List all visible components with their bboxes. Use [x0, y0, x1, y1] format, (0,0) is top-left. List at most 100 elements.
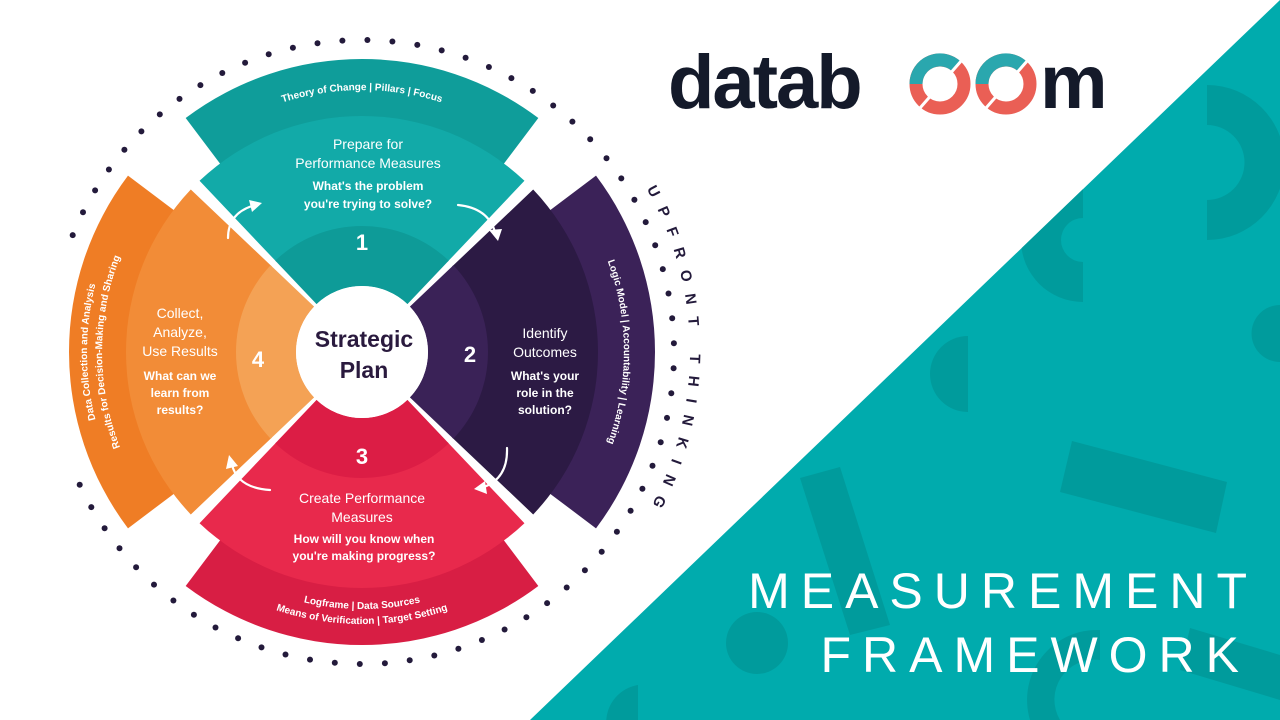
dot [501, 626, 508, 633]
step-3-title-line2: Measures [331, 509, 392, 525]
dot [406, 657, 413, 664]
step-2-identify[interactable] [409, 175, 655, 529]
step-1-inner-ring [275, 226, 449, 305]
step-4-collect[interactable] [69, 175, 315, 529]
dot [282, 651, 289, 658]
step-4-outer-ring [69, 175, 176, 529]
dot [508, 75, 515, 82]
title-line1: MEASUREMENT [748, 563, 1258, 619]
dotted-arc [69, 37, 677, 667]
dot [101, 525, 108, 532]
step-2-question-line1: What's your [511, 369, 580, 383]
arrow-1-to-2-icon [456, 203, 497, 234]
dot [627, 507, 634, 514]
dot [598, 548, 605, 555]
dot [133, 564, 140, 571]
dot [289, 44, 296, 51]
dot [563, 584, 570, 591]
dot [569, 118, 576, 125]
dot [639, 485, 646, 492]
dot [659, 266, 666, 273]
dot [389, 38, 396, 45]
step-2-middle-ring [451, 189, 598, 515]
dot [642, 219, 649, 226]
step-2-outer-ring [548, 175, 655, 529]
arrow-3-to-4-head-icon [226, 455, 238, 469]
dot [80, 209, 86, 216]
databoom-logo: datab m [668, 44, 1108, 124]
step-4-middle-ring [126, 189, 273, 515]
dot [455, 645, 462, 652]
step-4-title-line1: Collect, [157, 305, 204, 321]
step-2-number: 2 [464, 342, 476, 367]
dot [235, 635, 242, 642]
dot [665, 290, 672, 297]
logo-text-m: m [1040, 44, 1108, 124]
step-3-inner-ring [275, 399, 449, 478]
dot [649, 462, 656, 469]
step-1-title-line1: Prepare for [333, 136, 403, 152]
arrow-2-to-3-head-icon [474, 481, 487, 494]
dot [670, 340, 677, 347]
dot [258, 644, 265, 651]
logo-o-icon [909, 53, 971, 115]
step-1-question-line1: What's the problem [313, 179, 424, 193]
step-3-create[interactable] [185, 399, 539, 645]
dot [88, 504, 95, 511]
dot [414, 41, 421, 48]
dot [331, 659, 338, 666]
step-3-question-line2: you're making progress? [293, 549, 436, 563]
arrow-2-to-3-icon [482, 446, 509, 489]
dot [76, 481, 83, 488]
step-1-number: 1 [356, 230, 368, 255]
dot [156, 111, 163, 118]
dot [670, 365, 677, 372]
step-3-title-line1: Create Performance [299, 490, 425, 506]
cycle-arrows [226, 200, 509, 494]
dot [138, 128, 145, 135]
dot [657, 439, 664, 446]
dot [307, 656, 313, 663]
dot [668, 390, 675, 397]
dot [664, 414, 670, 421]
step-3-outer-ring [185, 538, 539, 645]
step-2-question-line2: role in the [516, 386, 574, 400]
dot [69, 232, 76, 239]
dot [197, 82, 204, 89]
step-3-question-line1: How will you know when [294, 532, 435, 546]
center-circle[interactable] [296, 286, 428, 418]
arrow-4-to-1-icon [226, 204, 254, 240]
decorative-shapes [606, 85, 1280, 720]
dot [116, 545, 123, 552]
logo-text-datab: datab [668, 44, 861, 124]
dot [462, 54, 469, 61]
dot [581, 567, 588, 574]
title-line2: FRAMEWORK [820, 627, 1250, 683]
dot [92, 187, 99, 194]
arrow-4-to-1-head-icon [249, 200, 262, 212]
teal-diagonal-panel [530, 0, 1280, 720]
step-4-number: 4 [252, 347, 265, 372]
dot [170, 597, 177, 604]
arrow-3-to-4-icon [230, 463, 272, 492]
dot [587, 136, 594, 143]
step-4-title-line2: Analyze, [153, 324, 207, 340]
step-4-title-line3: Use Results [142, 343, 217, 359]
step-3-number: 3 [356, 444, 368, 469]
step-1-middle-ring [199, 116, 525, 263]
dot [613, 528, 620, 535]
step-4-question-line1: What can we [144, 369, 217, 383]
dot [242, 59, 249, 66]
step-4-inner-ring [236, 265, 315, 439]
dot [529, 87, 536, 94]
arrow-1-to-2-head-icon [489, 229, 502, 241]
dot [603, 155, 610, 162]
dot [544, 600, 551, 607]
dot [381, 660, 388, 667]
dot [550, 102, 557, 109]
dot [265, 51, 272, 58]
dot [431, 652, 438, 659]
step-1-prepare[interactable] [185, 59, 539, 305]
